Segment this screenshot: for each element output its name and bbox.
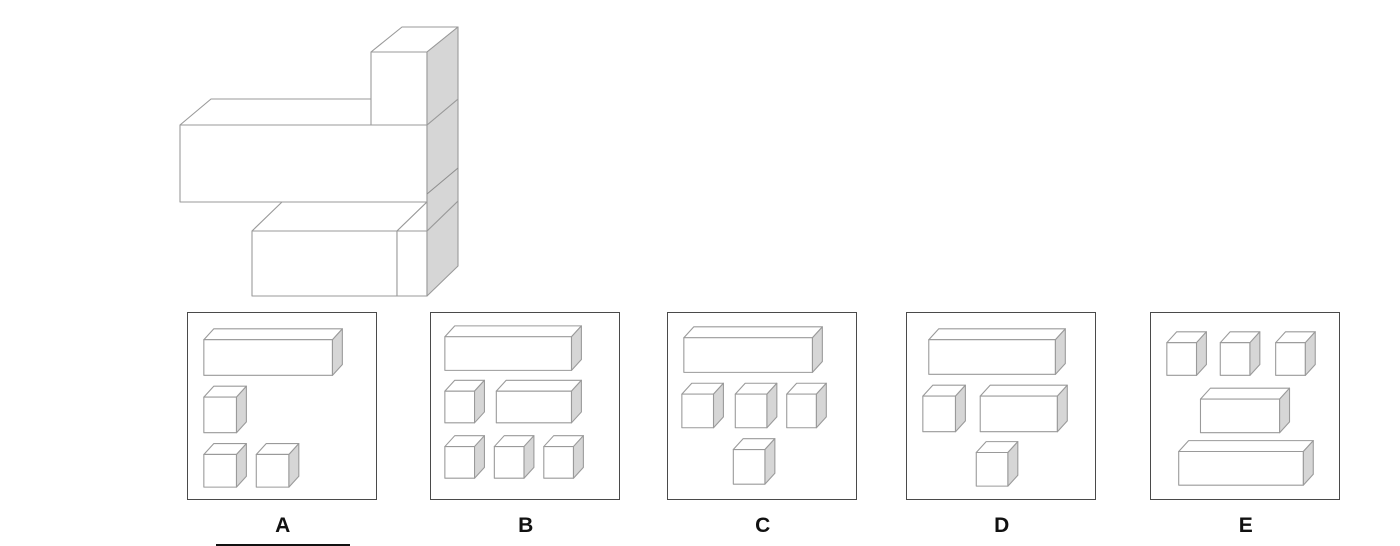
top-cube-side-face	[426, 26, 459, 126]
block-medium-side	[570, 379, 582, 424]
option-A-selection-underline[interactable]	[216, 544, 350, 546]
option-E-figure-box[interactable]	[1150, 312, 1340, 500]
assembled-block-structure	[170, 18, 550, 308]
assembled-structure-svg	[179, 26, 459, 297]
top-cube-front-face	[370, 51, 428, 126]
block-long-side	[1054, 328, 1066, 375]
block-cube-front	[444, 446, 476, 479]
block-cube-side	[764, 438, 776, 485]
block-medium-front	[1199, 398, 1281, 434]
block-medium-front	[495, 390, 573, 424]
block-medium-front	[979, 395, 1058, 433]
answer-options-row: A	[0, 312, 1400, 546]
block-cube-side	[766, 382, 778, 429]
block-cube-front	[975, 451, 1009, 487]
block-cube-front	[1166, 342, 1198, 376]
block-cube-side	[1195, 331, 1207, 376]
option-E-blocks-svg	[1166, 331, 1316, 486]
block-cube-front	[203, 453, 238, 488]
block-long-front	[928, 339, 1056, 375]
tall-slab-crease-line	[426, 167, 459, 195]
lower-bar-front-face	[251, 230, 398, 297]
block-medium-top	[495, 379, 582, 392]
block-long-front	[683, 337, 814, 373]
block-long-side	[1302, 440, 1314, 486]
block-medium-top	[1199, 387, 1291, 400]
option-D-label: D	[994, 514, 1010, 537]
block-cube-side	[954, 384, 966, 433]
block-cube-side	[1304, 331, 1316, 376]
block-cube-front	[732, 448, 766, 485]
option-B-blocks-svg	[444, 325, 584, 479]
option-A[interactable]: A	[187, 312, 379, 546]
block-cube-front	[1219, 342, 1251, 376]
block-long-front	[203, 339, 334, 376]
block-cube-side	[1249, 331, 1261, 376]
block-long-side	[331, 328, 343, 376]
option-D[interactable]: D	[906, 312, 1098, 546]
block-medium-side	[1279, 387, 1291, 434]
option-A-blocks-svg	[203, 328, 343, 488]
block-long-front	[444, 336, 573, 371]
block-cube-front	[493, 446, 525, 479]
option-C-blocks-svg	[681, 326, 827, 485]
block-cube-side	[288, 443, 300, 488]
option-C-label: C	[755, 514, 771, 537]
block-cube-front	[922, 395, 957, 433]
block-long-top	[203, 328, 343, 341]
option-E-label: E	[1238, 514, 1254, 537]
block-long-top	[683, 326, 823, 339]
block-cube-front	[444, 390, 476, 424]
block-cube-side	[712, 382, 724, 429]
block-cube-side	[473, 379, 485, 424]
block-cube-front	[543, 446, 575, 479]
block-cube-side	[523, 435, 535, 479]
block-long-front	[1178, 450, 1304, 486]
block-long-side	[570, 325, 582, 371]
lower-cube-front-face	[396, 230, 428, 297]
block-cube-side	[572, 435, 584, 479]
option-E[interactable]: E	[1150, 312, 1342, 546]
block-long-top	[1178, 440, 1314, 453]
block-cube-side	[1007, 441, 1019, 487]
option-C[interactable]: C	[667, 312, 859, 546]
option-C-figure-box[interactable]	[667, 312, 857, 500]
block-cube-front	[786, 393, 817, 429]
option-B[interactable]: B	[430, 312, 622, 546]
block-cube-side	[473, 435, 485, 479]
block-long-top	[444, 325, 582, 338]
block-cube-side	[235, 385, 247, 434]
block-cube-side	[235, 443, 247, 488]
option-B-figure-box[interactable]	[430, 312, 620, 500]
block-cube-front	[203, 396, 238, 434]
option-A-label: A	[275, 514, 291, 537]
upper-bar-front-face	[179, 124, 428, 203]
block-long-top	[928, 328, 1066, 341]
block-cube-front	[681, 393, 715, 429]
block-cube-side	[815, 382, 827, 429]
block-cube-front	[255, 453, 290, 488]
block-medium-top	[979, 384, 1068, 397]
option-B-label: B	[518, 514, 534, 537]
block-medium-side	[1056, 384, 1068, 433]
block-long-side	[811, 326, 823, 373]
option-A-figure-box[interactable]	[187, 312, 377, 500]
block-cube-front	[1275, 342, 1306, 376]
option-D-blocks-svg	[922, 328, 1068, 487]
option-D-figure-box[interactable]	[906, 312, 1096, 500]
block-cube-front	[734, 393, 768, 429]
